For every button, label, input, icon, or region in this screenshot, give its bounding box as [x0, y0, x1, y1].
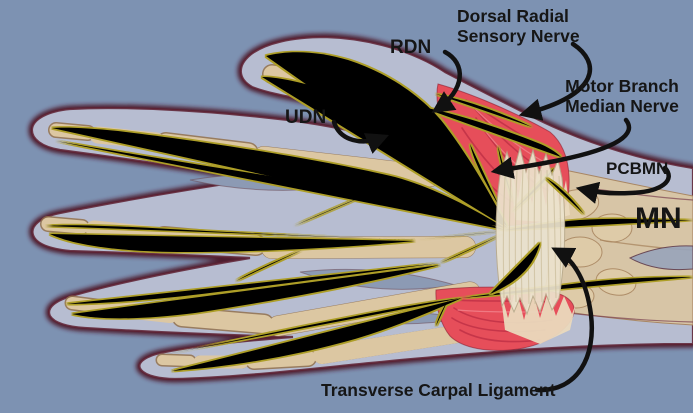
- label-motor-branch-line1: Motor Branch: [565, 76, 679, 96]
- wrist-tendon: [628, 245, 693, 271]
- udn-arrow: [331, 119, 389, 154]
- motor-branch-arrow: [490, 117, 632, 179]
- dorsal-radial-sensory-nerve-arrow: [518, 41, 593, 121]
- annotation-arrows: [331, 41, 671, 393]
- label-dorsal-radial-line1: Dorsal Radial: [457, 6, 569, 26]
- label-transverse-carpal-ligament: Transverse Carpal Ligament: [321, 380, 556, 400]
- hypothenar-insertion-fibers: [500, 288, 576, 344]
- label-mn: MN: [635, 202, 682, 235]
- label-motor-branch-line2: Median Nerve: [565, 96, 679, 116]
- label-pcbmn: PCBMN: [606, 159, 668, 178]
- rdn-arrow: [431, 49, 462, 113]
- transverse-carpal-ligament-arrow: [534, 247, 595, 393]
- label-rdn: RDN: [390, 37, 431, 58]
- pcbmn-arrow: [575, 165, 671, 204]
- label-dorsal-radial-line2: Sensory Nerve: [457, 26, 580, 46]
- labels: Dorsal Radial Sensory Nerve RDN UDN Moto…: [285, 6, 682, 400]
- label-udn: UDN: [285, 107, 326, 128]
- transverse-carpal-ligament: [495, 146, 566, 316]
